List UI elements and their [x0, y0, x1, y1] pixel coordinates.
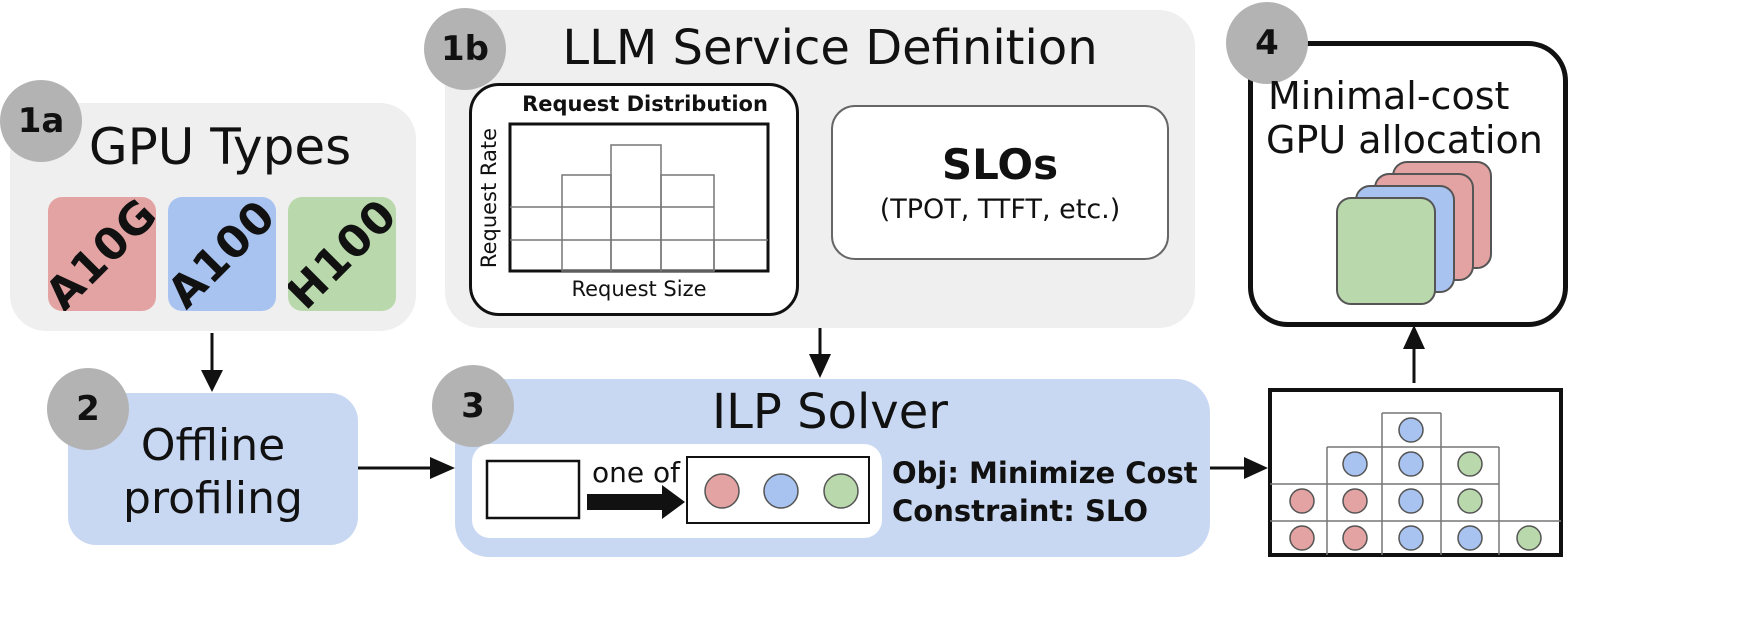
- gpu-tile-h100: H100: [288, 197, 396, 311]
- step-badge-1b: 1b: [424, 8, 506, 90]
- ilp-objective: Obj: Minimize Cost: [892, 456, 1198, 490]
- grid-gpu-green: [1516, 525, 1542, 551]
- histogram-frame: [508, 122, 770, 273]
- arrow-service-to-ilp: [809, 328, 831, 378]
- ilp-option-blue: [763, 473, 799, 509]
- allocation-line2: GPU allocation: [1266, 118, 1543, 162]
- grid-gpu-blue: [1398, 525, 1424, 551]
- histogram-bars: [510, 144, 768, 272]
- allocation-grid: [1268, 388, 1563, 557]
- ilp-request-box: [485, 459, 581, 520]
- ilp-thick-arrow: [587, 485, 685, 519]
- allocation-line1: Minimal-cost: [1268, 74, 1510, 118]
- arrow-grid-to-allocation: [1403, 325, 1425, 383]
- request-size-axis-label: Request Size: [571, 277, 707, 301]
- step-badge-3: 3: [432, 365, 514, 447]
- arrow-profiling-to-ilp: [358, 457, 455, 479]
- allocation-card-stack: [1336, 161, 1492, 305]
- offline-profiling-line2: profiling: [123, 473, 303, 524]
- grid-gpu-green: [1457, 488, 1483, 514]
- gpu-tile-a100: A100: [168, 197, 276, 311]
- grid-gpu-blue: [1457, 525, 1483, 551]
- grid-gpu-red: [1342, 525, 1368, 551]
- grid-gpu-green: [1457, 451, 1483, 477]
- arrow-gpu-to-profiling: [201, 333, 223, 392]
- step-badge-2: 2: [47, 368, 129, 450]
- slos-card: [831, 105, 1169, 260]
- slos-subtitle: (TPOT, TTFT, etc.): [879, 194, 1121, 225]
- grid-gpu-red: [1289, 488, 1315, 514]
- ilp-constraint: Constraint: SLO: [892, 494, 1148, 528]
- grid-gpu-blue: [1398, 488, 1424, 514]
- grid-gpu-red: [1289, 525, 1315, 551]
- histogram-bar-4: [660, 174, 715, 272]
- step-badge-1a: 1a: [0, 80, 82, 162]
- arrow-ilp-to-grid: [1210, 457, 1268, 479]
- grid-gpu-red: [1342, 488, 1368, 514]
- service-definition-title: LLM Service Definition: [562, 20, 1098, 76]
- ilp-option-green: [823, 473, 859, 509]
- grid-gpu-blue: [1398, 417, 1424, 443]
- ilp-arrow-label: one of: [592, 456, 680, 489]
- stack-card-green: [1336, 197, 1436, 305]
- request-distribution-title: Request Distribution: [522, 92, 768, 116]
- offline-profiling-line1: Offline: [140, 420, 286, 471]
- grid-gpu-blue: [1398, 451, 1424, 477]
- gpu-tile-a10g: A10G: [48, 197, 156, 311]
- gpu-types-title: GPU Types: [88, 118, 352, 176]
- slos-title: SLOs: [941, 140, 1059, 189]
- ilp-solver-title: ILP Solver: [712, 384, 948, 440]
- ilp-option-red: [704, 473, 740, 509]
- step-badge-4: 4: [1226, 2, 1308, 84]
- grid-gpu-blue: [1342, 451, 1368, 477]
